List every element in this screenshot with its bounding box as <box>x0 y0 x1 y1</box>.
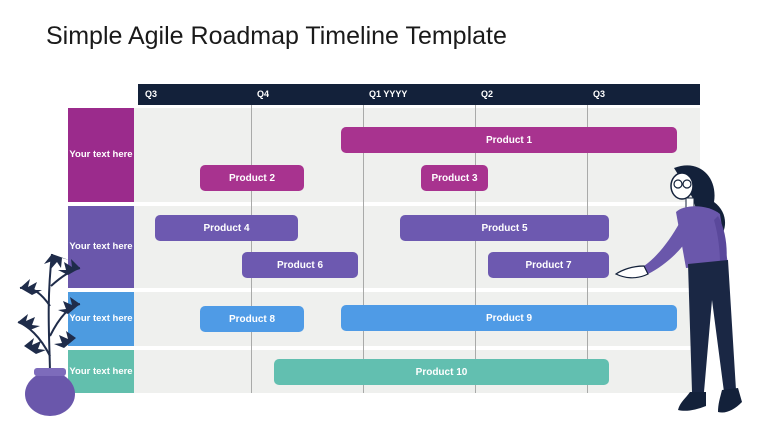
product-bar-10: Product 10 <box>274 359 609 385</box>
product-bar-10-label: Product 10 <box>415 366 468 378</box>
product-bar-5-label: Product 5 <box>481 222 528 234</box>
product-bar-9-label: Product 9 <box>485 312 533 324</box>
grid-line-3 <box>475 105 476 393</box>
row-label-2: Your text here <box>68 206 134 288</box>
product-bar-3-label: Product 3 <box>431 172 478 184</box>
product-bar-7-label: Product 7 <box>525 259 572 271</box>
row-label-3: Your text here <box>68 292 134 346</box>
product-bar-4: Product 4 <box>155 215 298 241</box>
product-bar-7: Product 7 <box>488 252 609 278</box>
quarter-label-q3b: Q3 <box>593 89 606 99</box>
product-bar-6: Product 6 <box>242 252 358 278</box>
product-bar-2: Product 2 <box>200 165 304 191</box>
product-bar-2-label: Product 2 <box>228 172 276 184</box>
product-bar-3: Product 3 <box>421 165 488 191</box>
row-label-1: Your text here <box>68 108 134 202</box>
product-bar-8: Product 8 <box>200 306 304 332</box>
product-bar-1: Product 1 <box>341 127 677 153</box>
product-bar-9: Product 9 <box>341 305 677 331</box>
product-bar-1-label: Product 1 <box>485 134 533 146</box>
product-bar-6-label: Product 6 <box>276 259 324 271</box>
presenter-illustration <box>614 165 742 413</box>
quarter-label-q1: Q1 YYYY <box>369 89 408 99</box>
quarter-label-q4: Q4 <box>257 89 270 99</box>
quarter-label-q2: Q2 <box>481 89 494 99</box>
quarter-label-q3: Q3 <box>145 89 158 99</box>
product-bar-5: Product 5 <box>400 215 609 241</box>
timeline-header <box>138 84 700 105</box>
grid-line-1 <box>251 105 252 393</box>
row-label-1-text: Your text here <box>69 149 133 161</box>
row-label-3-text: Your text here <box>69 313 133 325</box>
grid-line-4 <box>587 105 588 393</box>
row-label-4: Your text here <box>68 350 134 393</box>
page-title: Simple Agile Roadmap Timeline Template <box>46 22 507 50</box>
row-label-2-text: Your text here <box>69 241 133 253</box>
product-bar-4-label: Product 4 <box>203 222 250 234</box>
product-bar-8-label: Product 8 <box>228 313 276 325</box>
row-label-4-text: Your text here <box>69 365 133 377</box>
plant-illustration <box>17 253 81 416</box>
grid-line-2 <box>363 105 364 393</box>
